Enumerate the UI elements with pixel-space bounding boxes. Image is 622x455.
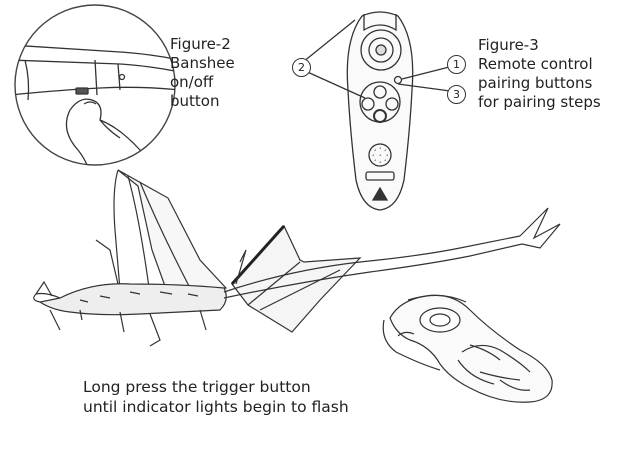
figure3-caption: Figure-3 Remote control pairing buttons … xyxy=(478,36,601,112)
callout-number-2: 2 xyxy=(292,58,311,77)
figure2-caption: Figure-2 Banshee on/off button xyxy=(170,35,235,111)
figure3-title: Figure-3 xyxy=(478,36,539,54)
figure3-line-3: for pairing steps xyxy=(478,93,601,111)
figure3-line-1: Remote control xyxy=(478,55,593,73)
instruction-line-2: until indicator lights begin to flash xyxy=(83,398,349,416)
instruction-line-1: Long press the trigger button xyxy=(83,378,311,396)
figure2-line-1: Banshee xyxy=(170,54,235,72)
figure2-circle-illustration xyxy=(14,4,176,166)
figure2-line-3: button xyxy=(170,92,220,110)
dragon-drone-illustration xyxy=(33,169,561,347)
callout-number-3: 3 xyxy=(447,85,466,104)
figure3-line-2: pairing buttons xyxy=(478,74,593,92)
trigger-instruction: Long press the trigger button until indi… xyxy=(83,377,349,417)
remote-control-illustration xyxy=(302,11,466,211)
hands-holding-remote-illustration xyxy=(382,294,553,403)
callout-number-1: 1 xyxy=(447,55,466,74)
figure2-line-2: on/off xyxy=(170,73,214,91)
figure2-title: Figure-2 xyxy=(170,35,231,53)
